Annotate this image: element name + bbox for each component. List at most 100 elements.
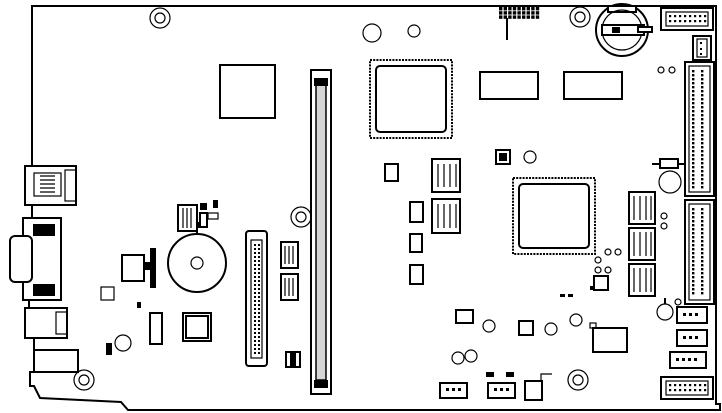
pin <box>258 348 260 350</box>
pin <box>674 20 677 23</box>
pin <box>701 260 704 263</box>
pin <box>258 252 260 254</box>
pin <box>701 186 704 189</box>
pin <box>701 106 704 109</box>
pin <box>699 20 702 23</box>
smd-part <box>384 163 399 182</box>
pin <box>701 224 704 227</box>
test-point <box>674 298 682 306</box>
pin <box>522 15 526 19</box>
test-point <box>407 24 421 38</box>
pin <box>684 20 687 23</box>
pin <box>526 11 530 15</box>
smd-part <box>518 320 534 336</box>
pin <box>701 236 704 239</box>
smd-chip <box>280 273 299 301</box>
pin <box>254 256 256 258</box>
pin <box>692 220 695 223</box>
memory-chip <box>628 263 656 297</box>
pin <box>512 11 517 15</box>
pin <box>258 336 260 338</box>
pin <box>517 7 521 11</box>
pin <box>692 146 695 149</box>
buzzer <box>167 222 227 293</box>
audio-port <box>33 349 79 373</box>
pin <box>704 15 707 18</box>
pin <box>258 320 260 322</box>
fuse <box>652 158 686 169</box>
led <box>656 298 674 321</box>
pin <box>258 332 260 334</box>
smd-part <box>207 212 219 220</box>
dimm-slot <box>310 69 332 395</box>
pin <box>701 130 704 133</box>
test-point <box>523 150 537 164</box>
pin <box>701 110 704 113</box>
test-point <box>604 266 612 274</box>
smd-part <box>149 312 163 345</box>
pin <box>258 352 260 354</box>
memory-chip <box>479 71 539 100</box>
pin <box>692 252 695 255</box>
pin <box>701 292 704 295</box>
pin <box>254 284 256 286</box>
smd-chip <box>177 204 198 232</box>
fan-header <box>439 382 468 399</box>
pin <box>701 182 704 185</box>
pin <box>701 240 704 243</box>
pin <box>503 7 507 11</box>
pin <box>258 300 260 302</box>
pin <box>692 170 695 173</box>
pin <box>692 272 695 275</box>
pin <box>692 114 695 117</box>
smd-part <box>106 343 112 355</box>
smd-part <box>200 203 207 210</box>
pin <box>692 110 695 113</box>
pin <box>254 336 256 338</box>
pin <box>258 316 260 318</box>
pin <box>692 94 695 97</box>
pin <box>692 240 695 243</box>
pin <box>254 324 256 326</box>
memory-chip <box>628 227 656 261</box>
pin <box>704 384 707 387</box>
pin <box>701 150 704 153</box>
pin <box>692 216 695 219</box>
pin <box>517 15 521 19</box>
pin <box>254 272 256 274</box>
vga-port <box>9 217 62 301</box>
pin <box>701 78 704 81</box>
test-point <box>464 349 478 363</box>
pin <box>684 389 687 392</box>
pin <box>692 208 695 211</box>
pin <box>258 308 260 310</box>
pin <box>258 340 260 342</box>
pin <box>692 264 695 267</box>
pin <box>692 142 695 145</box>
smd-chip <box>182 312 212 342</box>
pin <box>701 244 704 247</box>
pin <box>701 70 704 73</box>
pin <box>254 312 256 314</box>
pin <box>692 134 695 137</box>
pin <box>499 11 503 15</box>
smd-chip <box>280 241 299 269</box>
pin <box>694 20 697 23</box>
pin <box>694 389 697 392</box>
pin <box>692 178 695 181</box>
regulator <box>121 248 156 288</box>
pin <box>535 11 540 15</box>
pin <box>526 7 530 11</box>
smd-part <box>137 302 141 308</box>
pin <box>684 384 687 387</box>
jumper-header <box>692 35 712 61</box>
pin <box>522 11 526 15</box>
pin <box>701 264 704 267</box>
pin <box>701 280 704 283</box>
pin <box>692 224 695 227</box>
test-point <box>658 170 682 194</box>
pin <box>692 288 695 291</box>
pin <box>692 106 695 109</box>
pin <box>669 384 672 387</box>
